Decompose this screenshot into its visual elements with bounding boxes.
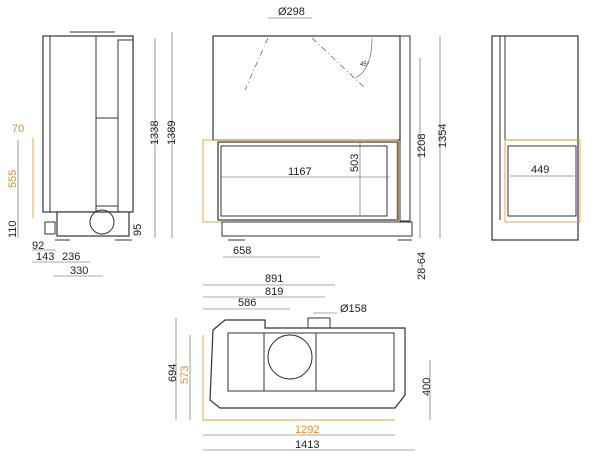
dim-1413: 1413 bbox=[295, 439, 319, 451]
dim-1338: 1338 bbox=[149, 121, 161, 145]
dim-555: 555 bbox=[7, 170, 19, 188]
dim-1208: 1208 bbox=[416, 134, 428, 158]
dim-1389: 1389 bbox=[166, 121, 178, 145]
dim-angle: 45° bbox=[360, 62, 370, 68]
dim-819: 819 bbox=[265, 286, 283, 298]
dim-586: 586 bbox=[238, 297, 256, 309]
dim-236: 236 bbox=[62, 251, 80, 263]
dim-400: 400 bbox=[421, 378, 433, 396]
dim-573: 573 bbox=[179, 366, 191, 384]
dim-70: 70 bbox=[12, 123, 24, 135]
side-view: 1338 1389 70 555 110 92 143 236 330 95 bbox=[7, 31, 178, 277]
dim-143: 143 bbox=[36, 251, 54, 263]
dim-503: 503 bbox=[349, 154, 361, 172]
dim-449: 449 bbox=[531, 164, 549, 176]
dim-legs: 28-64 bbox=[416, 252, 428, 280]
dim-1292: 1292 bbox=[295, 424, 319, 436]
front-view: 45° Ø298 1354 1208 1167 503 658 28-64 bbox=[202, 6, 449, 280]
dim-1167: 1167 bbox=[288, 166, 312, 178]
dim-110: 110 bbox=[7, 220, 19, 238]
dim-flue-158: Ø158 bbox=[340, 303, 367, 315]
top-view: 891 819 586 Ø158 694 573 400 1292 1413 bbox=[167, 273, 433, 451]
dim-658: 658 bbox=[233, 245, 251, 257]
dim-92: 92 bbox=[32, 240, 44, 252]
dim-891: 891 bbox=[265, 273, 283, 285]
dim-1354: 1354 bbox=[437, 124, 449, 148]
dim-flue-298: Ø298 bbox=[278, 6, 305, 18]
dim-95: 95 bbox=[132, 224, 144, 236]
dim-330: 330 bbox=[70, 265, 88, 277]
right-view: 449 bbox=[491, 35, 581, 241]
dim-694: 694 bbox=[167, 364, 179, 382]
